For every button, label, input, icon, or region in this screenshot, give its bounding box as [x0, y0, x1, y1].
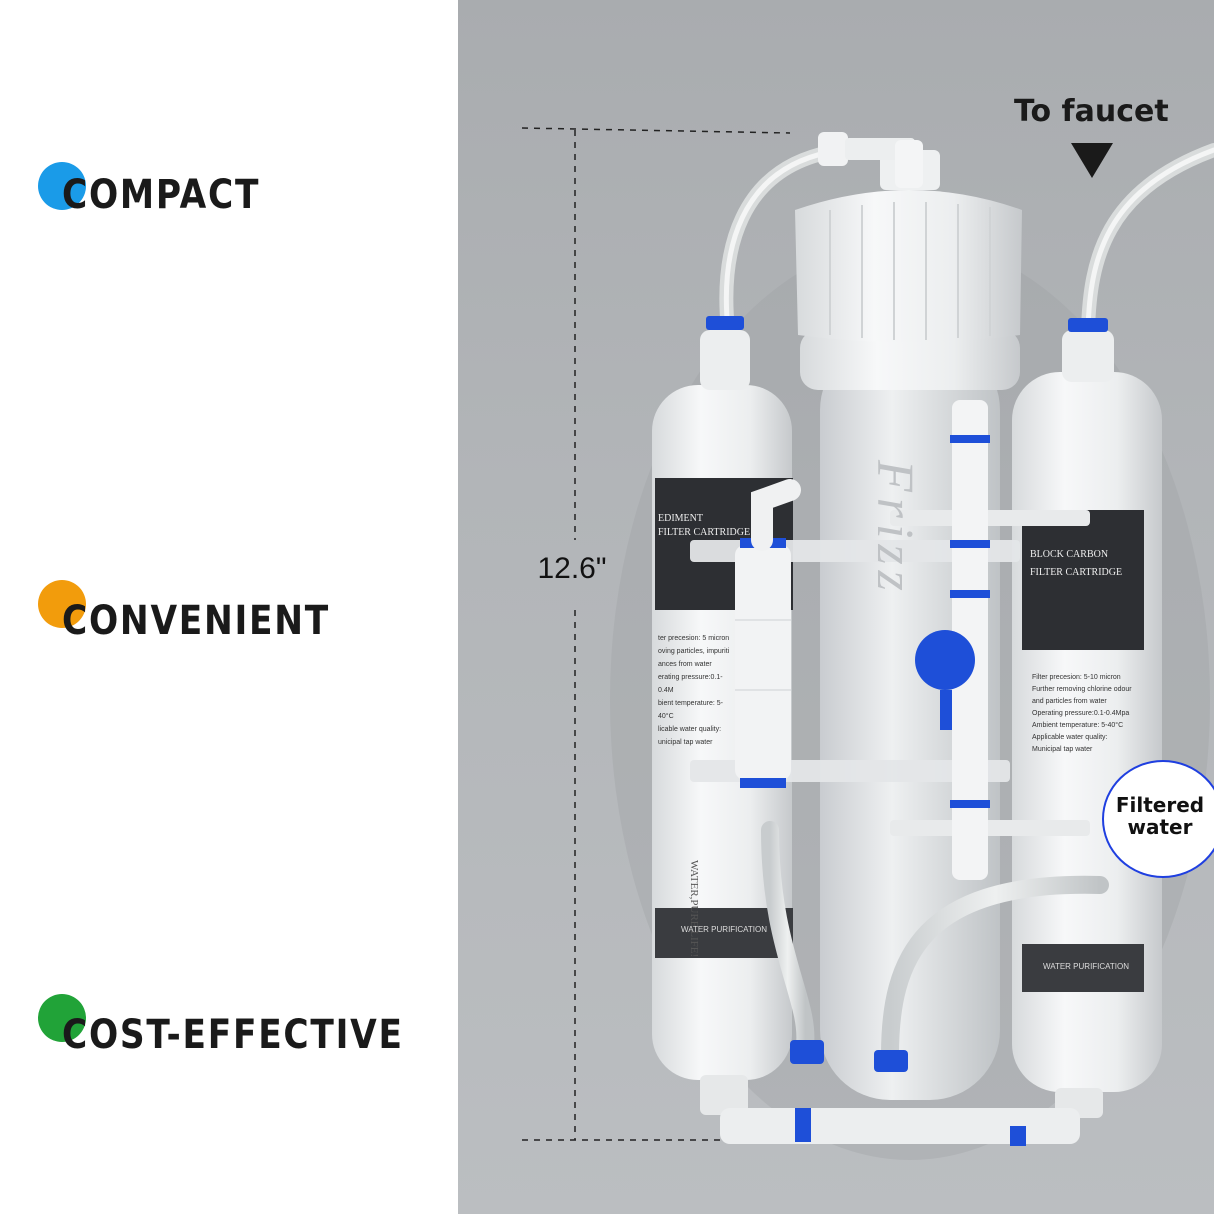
filtered-line1: Filtered [1115, 793, 1205, 817]
height-dimension-label: 12.6" [537, 552, 607, 585]
valve-handle-icon [915, 630, 975, 690]
brand-logo: Frizz [866, 460, 923, 597]
spec: licable water quality: [658, 726, 722, 733]
left-cartridge-footer: WATER PURIFICATION [680, 925, 768, 934]
left-title-1: EDIMENT [658, 513, 703, 524]
spec: ter precesion: 5 micron [658, 635, 730, 642]
convenient-dot-icon [38, 580, 86, 628]
right-cartridge-specs: Filter precesion: 5-10 micron Further re… [1032, 672, 1142, 756]
filtered-line2: water [1127, 815, 1193, 839]
left-cartridge-label: EDIMENT FILTER CARTRIDGE [658, 512, 790, 540]
to-faucet-label: To faucet [1014, 94, 1169, 129]
housing-cap [795, 190, 1022, 343]
right-cartridge-label: BLOCK CARBON FILTER CARTRIDGE [1030, 546, 1142, 582]
right-title-1: BLOCK CARBON [1030, 549, 1109, 560]
spec: Applicable water quality: [1032, 734, 1108, 741]
spec: oving particles, impuriti [658, 648, 730, 655]
spec: ances from water [658, 661, 712, 668]
filtered-water-badge: Filtered water [1102, 760, 1214, 878]
left-cartridge-tagline: WATER,PURE LIFE! [688, 860, 700, 958]
left-cartridge-specs: ter precesion: 5 micron oving particles,… [658, 632, 738, 749]
spec: bient temperature: 5-40°C [658, 700, 723, 720]
right-title-2: FILTER CARTRIDGE [1030, 567, 1123, 578]
spec: Operating pressure:0.1-0.4Mpa [1032, 710, 1130, 717]
cost-effective-dot-icon [38, 994, 86, 1042]
faucet-arrow-icon [1071, 143, 1113, 178]
feature-label: CONVENIENT [62, 598, 330, 644]
features-panel: COMPACT CONVENIENT COST-EFFECTIVE [0, 0, 458, 1214]
spec: erating pressure:0.1-0.4M [658, 674, 723, 694]
spec: Further removing chlorine odour [1032, 686, 1132, 693]
right-cartridge-footer: WATER PURIFICATION [1042, 962, 1130, 971]
spec: unicipal tap water [658, 739, 713, 746]
feature-label: COMPACT [62, 172, 261, 218]
spec: Filter precesion: 5-10 micron [1032, 674, 1121, 681]
left-title-2: FILTER CARTRIDGE [658, 527, 751, 538]
feature-label: COST-EFFECTIVE [62, 1012, 404, 1058]
compact-dot-icon [38, 162, 86, 210]
dimension-top-line [521, 127, 791, 134]
spec: and particles from water [1032, 698, 1107, 705]
spec: Municipal tap water [1032, 746, 1093, 753]
spec: Ambient temperature: 5-40°C [1032, 722, 1124, 729]
